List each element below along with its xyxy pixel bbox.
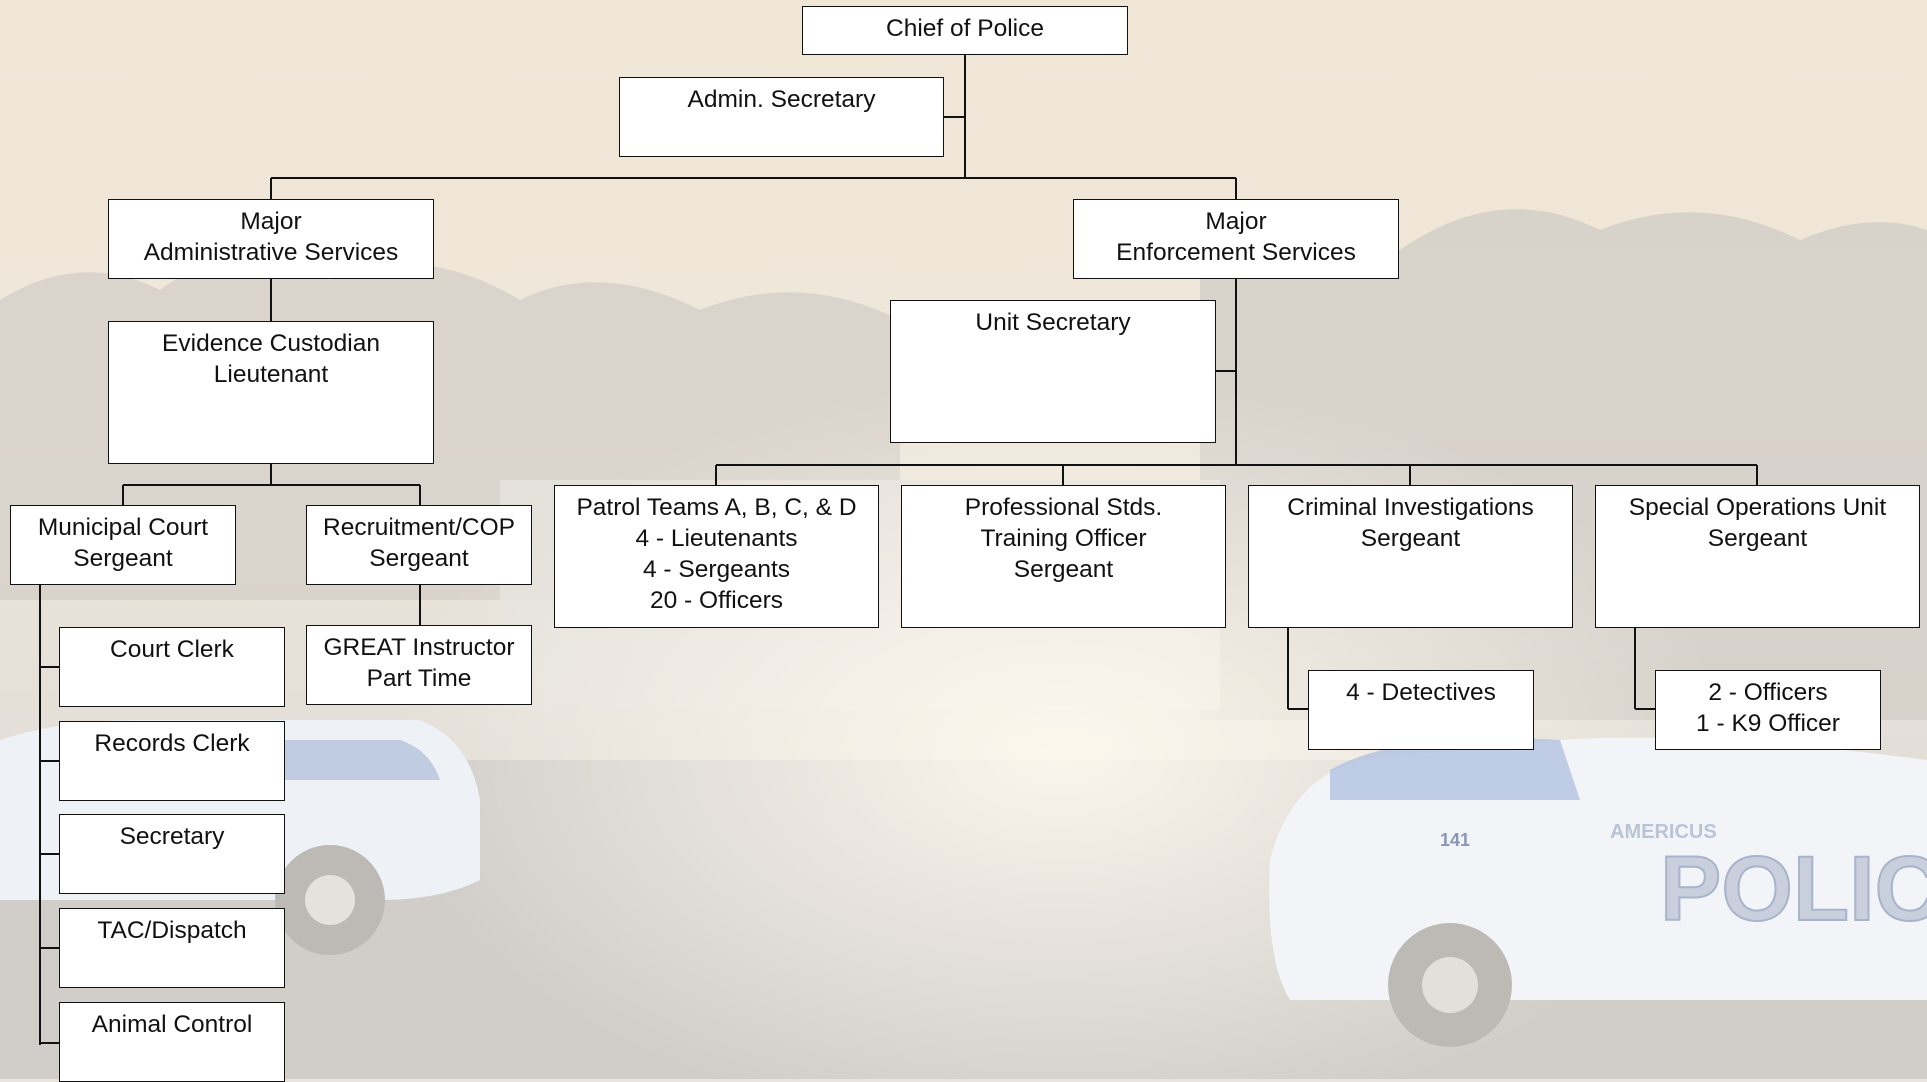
box-label: Major [240,208,302,235]
chief-of-police-box: Chief of Police [802,6,1128,55]
box-label: Secretary [119,823,225,850]
box-label: Sergeant [369,545,469,572]
box-label: Animal Control [91,1011,253,1038]
box-label: Municipal Court [37,514,209,541]
box-label: Patrol Teams A, B, C, & D [576,494,857,521]
professional-standards-box: Professional Stds. Training Officer Serg… [901,485,1226,628]
box-label: Recruitment/COP [323,514,515,541]
box-label: Chief of Police [886,15,1044,42]
box-label: 20 - Officers [650,587,783,614]
car-lettering-large: POLIC [1660,838,1927,940]
records-clerk-box: Records Clerk [59,721,285,801]
box-label: Sergeant [1360,525,1461,552]
box-label: 4 - Detectives [1346,679,1496,706]
box-label: TAC/Dispatch [97,917,247,944]
box-label: 2 - Officers [1708,679,1828,706]
box-label: Records Clerk [94,730,250,757]
car-number-text: 141 [1440,830,1470,850]
box-label: Professional Stds. [964,494,1163,521]
box-label: 1 - K9 Officer [1696,710,1840,737]
court-clerk-box: Court Clerk [59,627,285,707]
box-label: Enforcement Services [1116,239,1356,266]
box-label: GREAT Instructor [323,634,515,661]
box-label: 4 - Sergeants [642,556,791,583]
box-label: Criminal Investigations [1287,494,1534,521]
patrol-teams-box: Patrol Teams A, B, C, & D 4 - Lieutenant… [554,485,879,628]
box-label: Training Officer [980,525,1147,552]
secretary-box: Secretary [59,814,285,894]
box-label: Major [1205,208,1267,235]
box-label: Evidence Custodian [162,330,380,357]
major-enforcement-services-box: Major Enforcement Services [1073,199,1399,279]
criminal-investigations-box: Criminal Investigations Sergeant [1248,485,1573,628]
box-label: Sergeant [1707,525,1808,552]
car-lettering-small: AMERICUS [1610,821,1717,843]
major-administrative-services-box: Major Administrative Services [108,199,434,279]
box-label: Sergeant [1013,556,1114,583]
municipal-court-box: Municipal Court Sergeant [10,505,236,585]
detectives-box: 4 - Detectives [1308,670,1534,750]
recruitment-cop-box: Recruitment/COP Sergeant [306,505,532,585]
box-label: Court Clerk [110,636,234,663]
tac-dispatch-box: TAC/Dispatch [59,908,285,988]
box-label: Part Time [366,665,472,692]
evidence-custodian-box: Evidence Custodian Lieutenant [108,321,434,464]
box-label: Sergeant [73,545,173,572]
unit-secretary-box: Unit Secretary [890,300,1216,443]
box-label: Lieutenant [213,361,329,388]
admin-secretary-box: Admin. Secretary [619,77,944,157]
box-label: Unit Secretary [975,309,1131,336]
special-ops-officers-box: 2 - Officers 1 - K9 Officer [1655,670,1881,750]
special-operations-box: Special Operations Unit Sergeant [1595,485,1920,628]
box-label: Special Operations Unit [1628,494,1887,521]
box-label: Administrative Services [143,239,399,266]
animal-control-box: Animal Control [59,1002,285,1082]
box-label: Admin. Secretary [687,86,876,113]
great-instructor-box: GREAT Instructor Part Time [306,625,532,705]
box-label: 4 - Lieutenants [635,525,798,552]
